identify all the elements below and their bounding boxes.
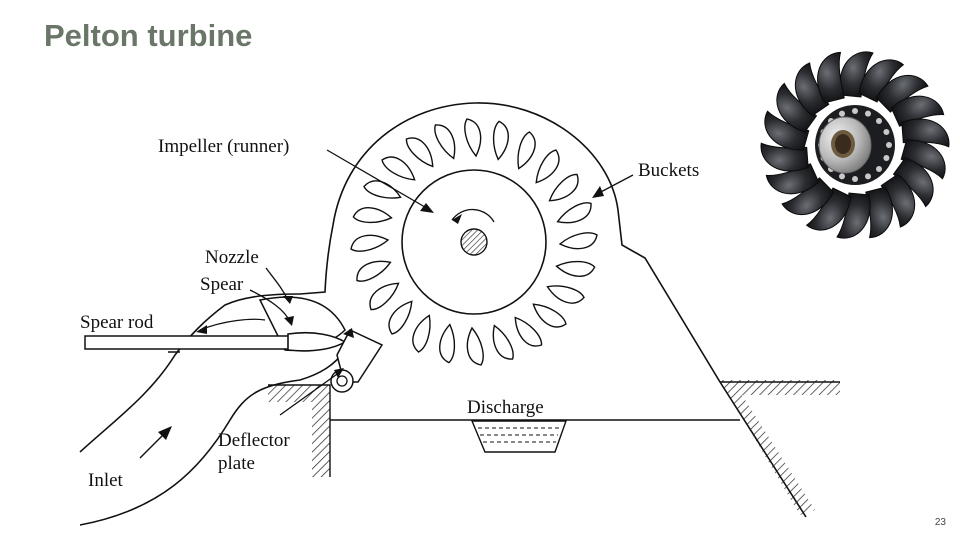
runner-bolt [852,108,858,114]
bucket [352,207,393,224]
bucket [535,149,560,184]
runner-bolt [839,173,845,180]
runner-bolt [876,118,882,124]
bucket [556,202,592,224]
runner-wheel [350,118,598,366]
bucket [434,124,456,160]
deflector-leader [279,371,341,416]
bucket [369,282,400,311]
runner-bolt [865,173,871,180]
ground-right [720,380,840,515]
impeller-leader [326,149,431,211]
casing [299,102,807,518]
bucket [546,285,585,304]
runner-cups [760,51,950,239]
label-nozzle: Nozzle [205,247,259,268]
label-inlet: Inlet [88,470,124,491]
discharge-basin [470,420,567,453]
page-number: 23 [934,517,946,528]
label-impeller: Impeller (runner) [158,136,289,157]
shaft [460,228,488,256]
bucket [464,118,482,158]
bucket [439,323,456,364]
label-discharge: Discharge [467,397,544,418]
bucket [555,260,596,277]
runner-bolt [839,110,845,117]
bucket [517,131,536,170]
bucket [350,234,390,252]
rotation-arrow [451,208,495,223]
label-spear: Spear [200,274,244,295]
bucket [514,316,543,347]
inlet-pipe-inner [79,349,346,526]
runner-bolt [883,129,890,135]
bucket [356,260,392,282]
runner-bolt [865,110,871,117]
label-deflector-line1: Deflector [218,430,290,451]
bucket [388,300,413,335]
bucket [492,120,509,161]
runner-bolt [876,166,882,172]
label-spear-rod: Spear rod [80,312,154,333]
slide-title: Pelton turbine [44,18,253,53]
bucket [363,180,402,199]
ground-left [268,384,331,477]
deflector-plate [330,328,384,393]
pelton-runner-photo [760,51,950,239]
bucket [492,324,514,360]
runner-cup [817,51,845,104]
bucket [412,314,431,353]
buckets-leader [596,174,634,195]
bucket [381,156,416,181]
label-deflector-line2: plate [218,453,255,474]
runner-bolt [852,176,858,182]
bucket [548,173,579,202]
bucket [405,137,434,168]
bucket [466,326,484,366]
buckets-ring [350,118,598,366]
spear-rod [84,335,291,350]
label-buckets: Buckets [638,160,699,181]
bucket [532,303,567,328]
runner-bolt [883,155,890,161]
runner-bolt [886,142,892,148]
bucket [558,232,598,250]
spear-rod-leader [199,318,266,331]
